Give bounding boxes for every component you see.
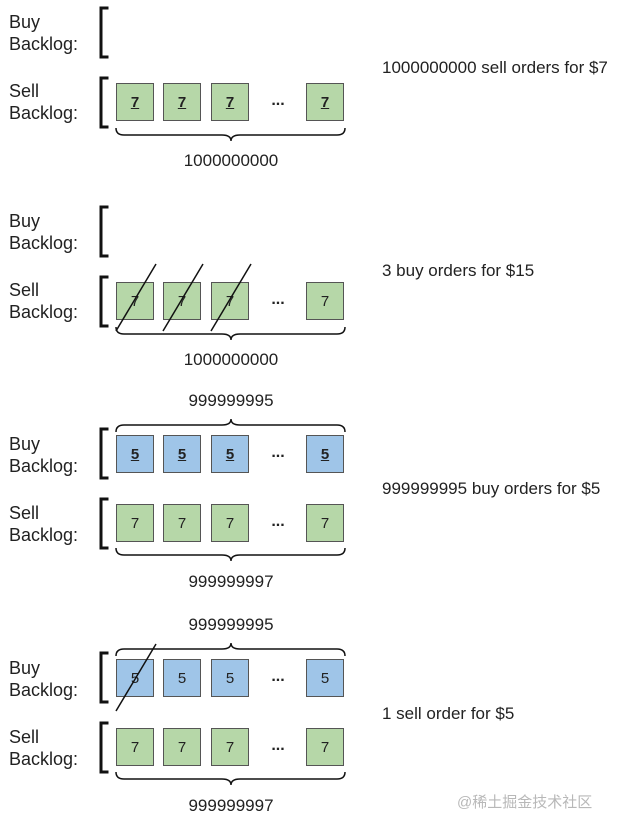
matched-strikes bbox=[115, 263, 252, 712]
sell-backlog-label-1: Sell Backlog: bbox=[9, 81, 79, 123]
step-description-4: 1 sell order for $5 bbox=[382, 704, 515, 723]
bracket bbox=[99, 275, 109, 328]
buy-backlog-label-3: Buy Backlog: bbox=[9, 434, 79, 476]
buy-order-box: 5 bbox=[306, 659, 344, 697]
ellipsis: ... bbox=[271, 444, 285, 461]
sell-order-box: 7 bbox=[211, 282, 249, 320]
buy-order-box: 5 bbox=[163, 659, 201, 697]
sell-order-box: 7 bbox=[306, 504, 344, 542]
buy-backlog-label-2: Buy Backlog: bbox=[9, 211, 79, 253]
bracket bbox=[99, 76, 109, 129]
sell-count-4: 999999997 bbox=[188, 796, 274, 815]
sell-backlog-label-3: Sell Backlog: bbox=[9, 503, 79, 545]
buy-backlog-label-4: Buy Backlog: bbox=[9, 658, 79, 700]
sell-count-1: 1000000000 bbox=[183, 151, 279, 170]
bracket bbox=[99, 427, 109, 480]
ellipsis: ... bbox=[271, 92, 285, 109]
buy-order-box: 5 bbox=[211, 659, 249, 697]
buy-order-box: 5 bbox=[116, 435, 154, 473]
ellipsis: ... bbox=[271, 291, 285, 308]
bracket bbox=[99, 497, 109, 550]
buy-order-box: 5 bbox=[116, 659, 154, 697]
step-description-2: 3 buy orders for $15 bbox=[382, 261, 535, 280]
ellipsis: ... bbox=[271, 737, 285, 754]
brace-up bbox=[115, 418, 346, 433]
sell-order-box: 7 bbox=[116, 728, 154, 766]
watermark: @稀土掘金技术社区 bbox=[457, 794, 593, 811]
sell-order-box: 7 bbox=[306, 83, 344, 121]
step-description-1: 1000000000 sell orders for $7 bbox=[382, 58, 608, 77]
brace-down bbox=[115, 547, 346, 562]
sell-order-box: 7 bbox=[163, 83, 201, 121]
sell-order-box: 7 bbox=[211, 728, 249, 766]
buy-order-box: 5 bbox=[163, 435, 201, 473]
buy-count-4: 999999995 bbox=[188, 615, 274, 634]
bracket bbox=[99, 6, 109, 59]
bracket bbox=[99, 721, 109, 774]
brace-up bbox=[115, 642, 346, 657]
backlog-brackets bbox=[99, 6, 109, 774]
buy-backlog-label-1: Buy Backlog: bbox=[9, 12, 79, 54]
sell-backlog-label-4: Sell Backlog: bbox=[9, 727, 79, 769]
buy-count-3: 999999995 bbox=[188, 391, 274, 410]
buy-order-box: 5 bbox=[306, 435, 344, 473]
bracket bbox=[99, 205, 109, 258]
sell-order-box: 7 bbox=[116, 504, 154, 542]
sell-backlog-label-2: Sell Backlog: bbox=[9, 280, 79, 322]
brace-down bbox=[115, 127, 346, 142]
sell-order-box: 7 bbox=[306, 728, 344, 766]
ellipsis: ... bbox=[271, 513, 285, 530]
sell-order-box: 7 bbox=[163, 728, 201, 766]
sell-order-box: 7 bbox=[211, 83, 249, 121]
sell-order-box: 7 bbox=[163, 282, 201, 320]
brace-down bbox=[115, 326, 346, 341]
sell-order-box: 7 bbox=[116, 83, 154, 121]
sell-count-3: 999999997 bbox=[188, 572, 274, 591]
sell-count-2: 1000000000 bbox=[183, 350, 279, 369]
sell-order-box: 7 bbox=[211, 504, 249, 542]
step-description-3: 999999995 buy orders for $5 bbox=[382, 479, 601, 498]
bracket bbox=[99, 651, 109, 704]
sell-order-box: 7 bbox=[306, 282, 344, 320]
brace-down bbox=[115, 771, 346, 786]
sell-order-box: 7 bbox=[163, 504, 201, 542]
buy-order-box: 5 bbox=[211, 435, 249, 473]
sell-order-box: 7 bbox=[116, 282, 154, 320]
ellipsis: ... bbox=[271, 668, 285, 685]
